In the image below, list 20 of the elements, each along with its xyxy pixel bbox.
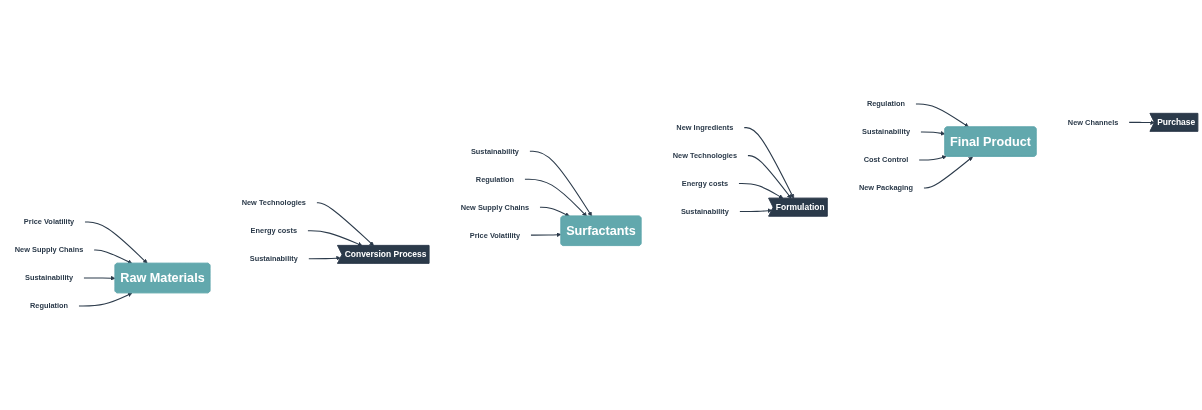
arrow: [315, 202, 374, 246]
arrow: [738, 183, 784, 199]
arrow: [93, 249, 133, 264]
arrow: [918, 155, 947, 161]
arrow: [524, 178, 587, 217]
arrow: [738, 208, 773, 213]
arrow: [743, 127, 794, 199]
arrow: [78, 292, 133, 307]
arrow: [307, 255, 341, 261]
arrow: [920, 131, 946, 136]
arrow: [83, 275, 116, 281]
arrow: [530, 232, 562, 238]
arrow: [915, 103, 969, 128]
arrow: [539, 206, 570, 217]
arrow: [747, 155, 792, 199]
arrow: [307, 230, 363, 247]
arrow: [84, 221, 148, 264]
arrow: [528, 150, 593, 217]
arrow: [923, 156, 973, 189]
arrow: [1128, 120, 1155, 125]
